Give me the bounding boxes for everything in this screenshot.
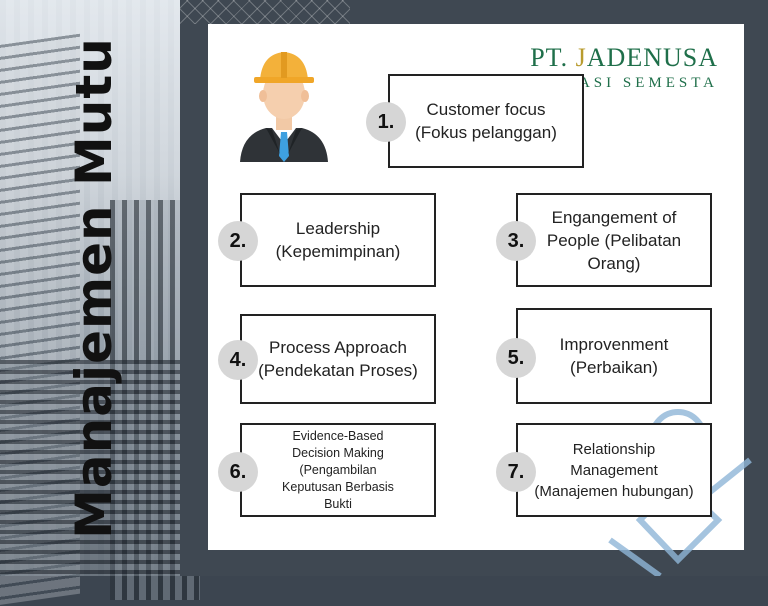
principle-box-4: Process Approach (Pendekatan Proses) [240,314,436,404]
principle-box-6: Evidence-Based Decision Making (Pengambi… [240,423,436,517]
vertical-title: Manajemen Mutu [65,18,123,558]
principle-box-3: Engangement of People (Pelibatan Orang) [516,193,712,287]
principle-box-7: Relationship Management (Manajemen hubun… [516,423,712,517]
number-badge-5: 5. [496,338,536,378]
principle-box-1: Customer focus (Fokus pelanggan) [388,74,584,168]
number-badge-3: 3. [496,221,536,261]
number-badge-7: 7. [496,452,536,492]
title-text: Manajemen Mutu [65,37,123,539]
number-badge-4: 4. [218,340,258,380]
number-badge-2: 2. [218,221,258,261]
number-badge-6: 6. [218,452,258,492]
worker-helmet-icon [240,52,328,162]
principle-box-5: Improvenment (Perbaikan) [516,308,712,404]
number-badge-1: 1. [366,102,406,142]
diamond-pattern [180,0,350,24]
principle-box-2: Leadership (Kepemimpinan) [240,193,436,287]
